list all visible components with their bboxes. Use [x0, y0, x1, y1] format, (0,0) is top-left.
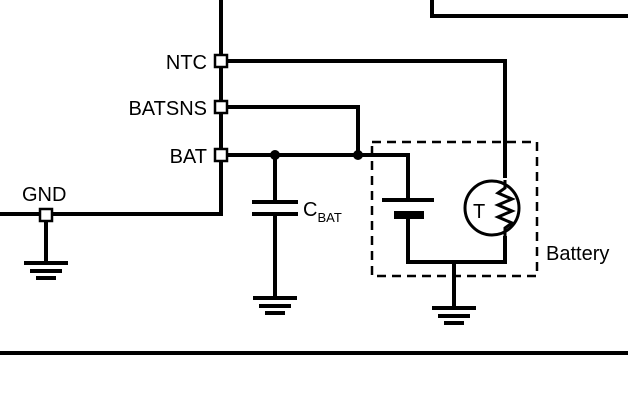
cap-ground-symbol	[253, 296, 297, 315]
battery-pack-outline	[370, 140, 539, 278]
batsns-pin	[213, 99, 229, 115]
gnd-pin	[38, 207, 54, 223]
bat-pin	[213, 147, 229, 163]
ic-outline-right-edge	[0, 0, 223, 216]
capacitor-label: CBAT	[303, 199, 342, 225]
thermistor-label: T	[473, 201, 485, 223]
capacitor-label-main: C	[303, 199, 317, 221]
battery-ground-symbol	[432, 306, 476, 325]
capacitor-label-subscript: BAT	[317, 210, 341, 225]
bat-pin-label: BAT	[170, 146, 207, 168]
bat-wire	[225, 153, 410, 202]
battery-cell-short-plate	[394, 211, 424, 219]
ic-outline-top-box	[430, 0, 628, 18]
junction-bat-batsns	[353, 150, 363, 160]
ntc-wire	[225, 59, 507, 178]
batsns-pin-label: BATSNS	[128, 98, 207, 120]
gnd-pin-label: GND	[22, 184, 66, 206]
battery-pack-label: Battery	[546, 243, 609, 265]
junction-bat-cap	[270, 150, 280, 160]
battery-return-wire	[406, 217, 507, 264]
ntc-pin	[213, 53, 229, 69]
gnd-ground-symbol	[24, 261, 68, 280]
thermistor-symbol	[463, 179, 521, 238]
ntc-pin-label: NTC	[166, 52, 207, 74]
batsns-wire	[225, 105, 360, 157]
